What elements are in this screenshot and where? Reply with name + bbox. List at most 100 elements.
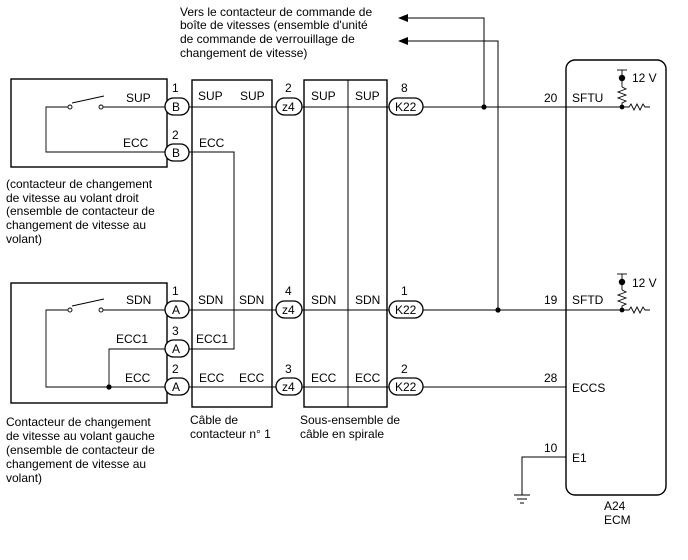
connector-k22-sup [388, 97, 424, 116]
resistor-icon [622, 305, 650, 315]
right-switch-caption-3: (ensemble de contacteur de [6, 204, 155, 218]
left-switch-caption-5: volant) [6, 471, 42, 485]
top-note-line-1: Vers le contacteur de commande de [180, 5, 372, 19]
connector-k22-sdn [388, 300, 424, 319]
resistor-icon [616, 289, 628, 310]
connector-a-sdn-label: A [172, 303, 180, 317]
ecm-pin-28: 28 [544, 371, 558, 385]
cable1-ecc-in: ECC [199, 136, 225, 150]
top-note-line-3: de commande de verrouillage de [180, 32, 355, 46]
switch-contact-icon [98, 104, 104, 110]
resistor-icon [622, 102, 650, 112]
arrowhead-lower-icon [398, 37, 408, 45]
connector-k22-sup-label: K22 [395, 100, 417, 114]
connector-z4-ecc [275, 377, 303, 396]
right-switch-caption-2: de vitesse au volant droit [6, 191, 139, 205]
cable1-caption-2: contacteur n° 1 [190, 427, 271, 441]
pin-a1: 1 [172, 284, 179, 298]
switch-blade-icon [71, 95, 105, 104]
cable1-sup-in: SUP [198, 89, 223, 103]
pin-z4-4: 4 [285, 284, 292, 298]
ecm-pin-20: 20 [544, 91, 558, 105]
switch-contact-icon [98, 307, 104, 313]
arrow-line-lower [404, 40, 499, 310]
spiral-sdn-in: SDN [311, 293, 336, 307]
spiral-caption-1: Sous-ensemble de [300, 413, 400, 427]
cable1-ecc-in-2: ECC [199, 371, 225, 385]
connector-k22: 8 K22 1 K22 2 K22 [388, 81, 424, 396]
ecm-sftd-label: SFTD [572, 293, 604, 307]
resistor-icon [616, 86, 628, 107]
cable1-sup-out: SUP [240, 89, 265, 103]
voltage-label-lower: 12 V [632, 276, 657, 290]
ecm-e1-label: E1 [572, 451, 587, 465]
left-switch-ecc-label: ECC [125, 371, 151, 385]
voltage-label-upper: 12 V [632, 71, 657, 85]
cable1-box [191, 79, 273, 408]
connector-b-sup-label: B [172, 100, 180, 114]
connector-k22-ecc [388, 377, 424, 396]
right-switch-caption-5: volant) [6, 232, 42, 246]
spiral-caption-2: câble en spirale [300, 427, 384, 441]
pullup-sftu: 12 V [616, 69, 657, 112]
cable1-caption-1: Câble de [190, 413, 238, 427]
pin-z4-3: 3 [285, 362, 292, 376]
pin-z4-2: 2 [285, 81, 292, 95]
ecm-code: A24 [604, 499, 626, 513]
connector-a-ecc1 [164, 339, 190, 358]
right-switch-caption-1: (contacteur de changement [6, 177, 153, 191]
connector-z4-ecc-label: z4 [282, 380, 295, 394]
right-paddle-switch: SUP ECC (contacteur de changement de vit… [6, 78, 168, 246]
arrow-line-upper [404, 17, 485, 107]
ecm-pin-10: 10 [544, 441, 558, 455]
cable1-sdn-out: SDN [239, 293, 264, 307]
switch-contact-icon [67, 307, 73, 313]
left-switch-caption-1: Contacteur de changement [6, 415, 151, 429]
cable1-ecc-out: ECC [239, 371, 265, 385]
right-switch-sup-label: SUP [126, 91, 151, 105]
ecm-eccs-label: ECCS [572, 381, 605, 395]
right-switch-caption-4: changement de vitesse au [6, 218, 146, 232]
arrowhead-upper-icon [398, 14, 408, 22]
right-switch-ecc-label: ECC [123, 136, 149, 150]
pin-k22-2: 2 [401, 362, 408, 376]
spiral-cable: SUP SUP SDN SDN ECC ECC Sous-ensemble de… [300, 79, 400, 441]
pin-b1: 1 [172, 81, 179, 95]
connector-b-ecc [164, 143, 190, 162]
pullup-sftd: 12 V [616, 273, 657, 315]
switch-contact-icon [67, 104, 73, 110]
pin-a3: 3 [172, 324, 179, 338]
connector-a-ecc1-label: A [172, 342, 180, 356]
pin-a2: 2 [172, 362, 179, 376]
pin-k22-1: 1 [401, 284, 408, 298]
spiral-cable-box [303, 79, 388, 408]
ecm: 20 SFTU 19 SFTD 28 ECCS 10 E1 A24 ECM 12… [514, 59, 667, 527]
top-note: Vers le contacteur de commande de boîte … [180, 5, 372, 60]
connector-a-ecc-label: A [172, 380, 180, 394]
pin-b2: 2 [172, 128, 179, 142]
connectors-switch-side: 1 B 2 B 1 A 3 A 2 A [164, 81, 190, 396]
left-switch-caption-3: (ensemble de contacteur de [6, 443, 155, 457]
ecm-name: ECM [604, 513, 631, 527]
switch-blade-icon [71, 298, 105, 307]
cable1-sdn-in: SDN [198, 293, 223, 307]
transmission-arrows [398, 14, 501, 313]
spiral-sup-out: SUP [355, 89, 380, 103]
top-note-line-4: changement de vitesse) [180, 46, 307, 60]
left-paddle-switch: SDN ECC1 ECC Contacteur de changement de… [6, 282, 168, 485]
connector-a-ecc [164, 377, 190, 396]
spiral-ecc-out: ECC [355, 371, 381, 385]
connector-z4: 2 z4 4 z4 3 z4 [275, 81, 303, 396]
left-switch-ecc1-label: ECC1 [116, 332, 148, 346]
ecm-box [565, 59, 667, 496]
top-note-line-2: boîte de vitesses (ensemble d'unité [180, 18, 368, 32]
pin-k22-8: 8 [401, 81, 408, 95]
left-switch-caption-4: changement de vitesse au [6, 457, 146, 471]
spiral-sup-in: SUP [311, 89, 336, 103]
connector-z4-sup-label: z4 [282, 100, 295, 114]
connector-a-sdn [164, 300, 190, 319]
spiral-ecc-in: ECC [311, 371, 337, 385]
connector-k22-sdn-label: K22 [395, 303, 417, 317]
spiral-sdn-out: SDN [355, 293, 380, 307]
